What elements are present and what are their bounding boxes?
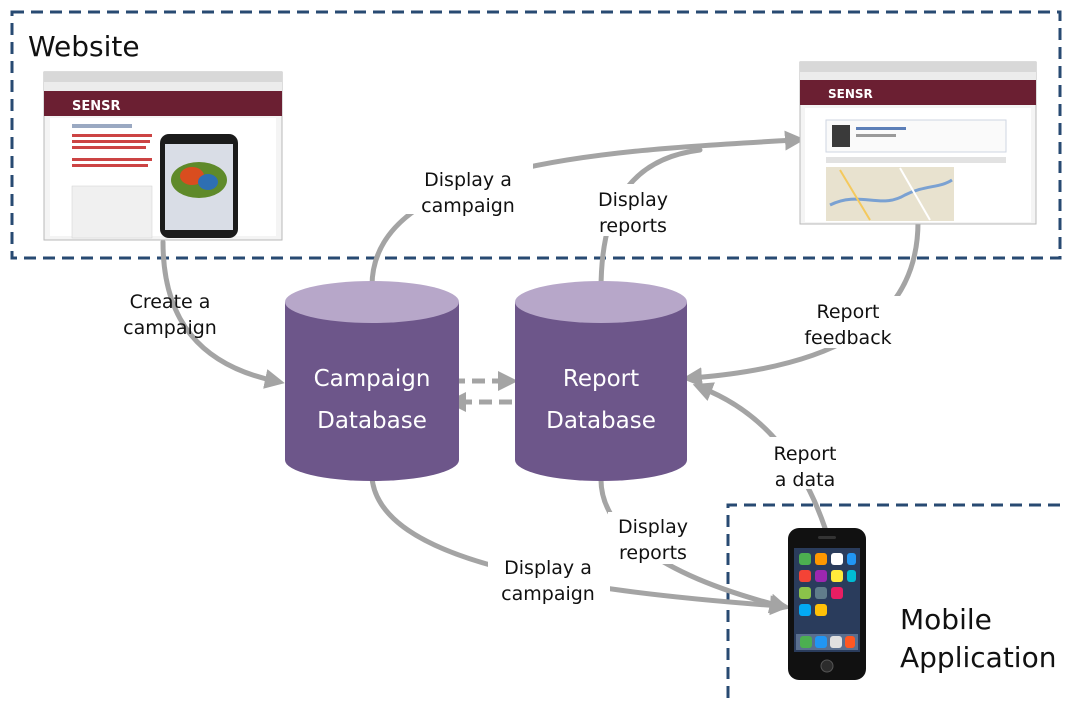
create-campaign-label-line2: campaign xyxy=(123,317,217,339)
report-page-screenshot: SENSR xyxy=(799,61,1037,225)
display-reports-mobile-label-line1: Display xyxy=(618,516,688,538)
display-campaign-mobile-label-line2: campaign xyxy=(501,583,595,605)
website-region xyxy=(10,10,1062,260)
display-reports-web-label-line2: reports xyxy=(599,215,667,237)
campaign-database: Campaign Database xyxy=(285,281,459,481)
create-campaign-label-line1: Create a xyxy=(130,291,211,313)
display-campaign-web-label-line1: Display a xyxy=(424,169,512,191)
display-campaign-mobile-label-line1: Display a xyxy=(504,557,592,579)
report-feedback-label-line1: Report xyxy=(817,301,880,323)
report-db-label-line1: Report xyxy=(563,366,639,392)
label-bg xyxy=(760,437,850,489)
display-reports-mobile-label-line2: reports xyxy=(619,542,687,564)
mobile-region xyxy=(726,503,1060,698)
flow-create-campaign xyxy=(160,239,285,389)
report-data-label-line2: a data xyxy=(775,469,835,491)
campaign-db-label-line2: Database xyxy=(317,408,427,434)
report-feedback-label-line2: feedback xyxy=(804,327,891,349)
report-data-label-line1: Report xyxy=(774,443,837,465)
report-db-label-line2: Database xyxy=(546,408,656,434)
campaign-page-screenshot: SENSR xyxy=(43,71,283,241)
mobile-phone-image xyxy=(788,528,866,680)
label-bg xyxy=(795,296,905,348)
left-screen-brand: SENSR xyxy=(72,99,121,114)
label-bg xyxy=(405,162,533,214)
label-bg xyxy=(588,184,680,236)
campaign-db-label-line1: Campaign xyxy=(314,366,431,392)
display-campaign-web-label-line2: campaign xyxy=(421,195,515,217)
right-screen-brand: SENSR xyxy=(828,87,873,101)
label-bg xyxy=(488,550,610,606)
report-database: Report Database xyxy=(515,281,687,481)
mobile-title-line2: Application xyxy=(900,641,1056,674)
mobile-title-line1: Mobile xyxy=(900,603,992,636)
website-title: Website xyxy=(28,30,140,63)
display-reports-web-label-line1: Display xyxy=(598,189,668,211)
label-bg xyxy=(608,512,700,564)
